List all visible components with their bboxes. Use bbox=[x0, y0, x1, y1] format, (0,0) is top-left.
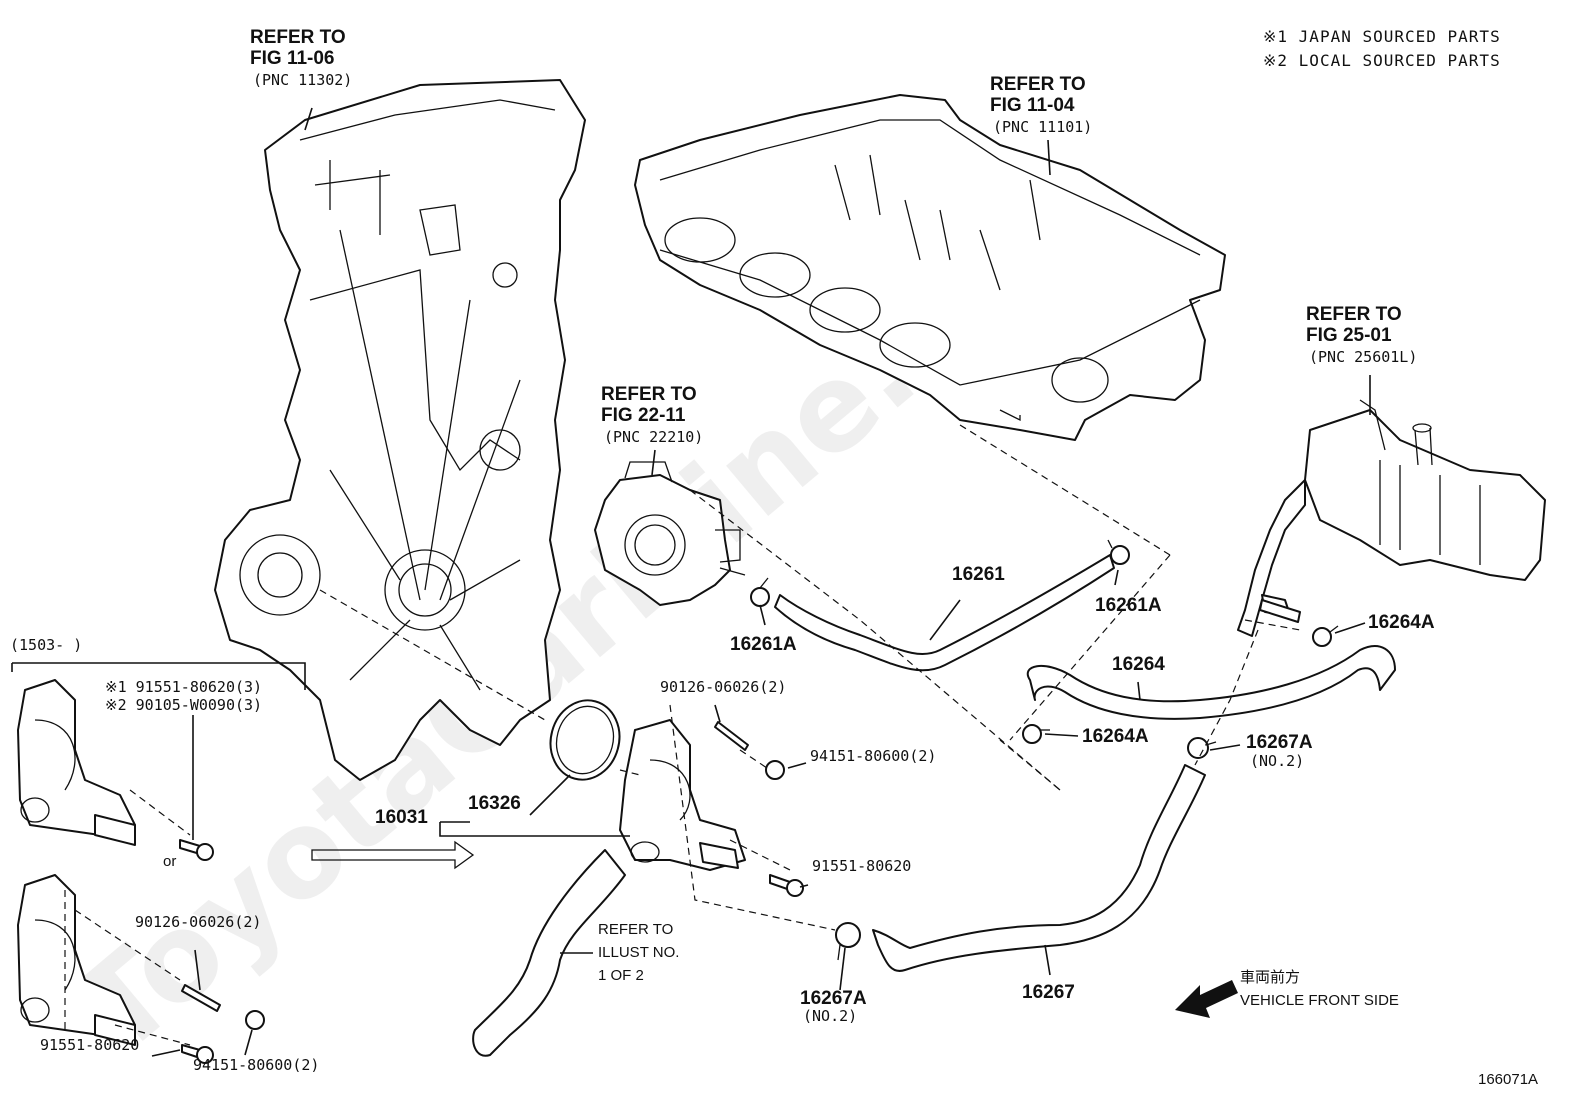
svg-text:(PNC 22210): (PNC 22210) bbox=[604, 428, 703, 446]
hose-16267 bbox=[872, 764, 1206, 972]
notes-block: ※1 JAPAN SOURCED PARTS ※2 LOCAL SOURCED … bbox=[1263, 27, 1501, 70]
label-94151-80600-center: 94151-80600(2) bbox=[810, 747, 936, 765]
label-90126-06026-left: 90126-06026(2) bbox=[135, 913, 261, 931]
ref-illust: REFER TO ILLUST NO. 1 OF 2 bbox=[598, 921, 679, 984]
label-91551-80620-center: 91551-80620 bbox=[812, 857, 911, 875]
note-japan: ※1 JAPAN SOURCED PARTS bbox=[1263, 27, 1501, 46]
svg-text:(PNC 11101): (PNC 11101) bbox=[993, 118, 1092, 136]
label-s2-90105-w0090: ※2 90105-W0090(3) bbox=[105, 696, 262, 714]
water-inlet-center bbox=[619, 719, 746, 871]
egr-pipe-fitting bbox=[1259, 599, 1301, 623]
figure-id: 166071A bbox=[1478, 1071, 1538, 1088]
vehicle-front-arrow-icon bbox=[1175, 980, 1238, 1018]
clamp-16267a-1 bbox=[1187, 737, 1217, 759]
label-16267: 16267 bbox=[1022, 982, 1075, 1003]
ref-fig-11-04: REFER TO FIG 11-04 (PNC 11101) bbox=[990, 74, 1092, 136]
bolt-91551-center bbox=[769, 874, 804, 897]
stud-90126-center bbox=[714, 721, 749, 751]
leader-lines bbox=[11, 107, 1371, 1057]
svg-text:REFER TO: REFER TO bbox=[598, 921, 673, 938]
clamp-16261a-1 bbox=[750, 577, 770, 607]
stud-90126-left bbox=[181, 984, 221, 1012]
label-16326: 16326 bbox=[468, 793, 521, 814]
throttle-body bbox=[594, 461, 746, 606]
nut-94151-left bbox=[245, 1010, 265, 1030]
guide-lines bbox=[64, 424, 1301, 1046]
label-16267a-2: 16267A bbox=[800, 988, 867, 1009]
label-16267a-1: 16267A bbox=[1246, 732, 1313, 753]
svg-text:(PNC 11302): (PNC 11302) bbox=[253, 71, 352, 89]
cylinder-head bbox=[634, 94, 1226, 441]
svg-text:(PNC 25601L): (PNC 25601L) bbox=[1309, 348, 1417, 366]
label-16264a-2: 16264A bbox=[1368, 612, 1435, 633]
svg-text:REFER TO: REFER TO bbox=[250, 27, 346, 48]
note-local: ※2 LOCAL SOURCED PARTS bbox=[1263, 51, 1501, 70]
bolt-91551-left-top bbox=[179, 839, 214, 861]
label-16261a-1: 16261A bbox=[730, 634, 797, 655]
clamp-16267a-2 bbox=[835, 922, 861, 961]
vehicle-front-label: 車両前方 VEHICLE FRONT SIDE bbox=[1240, 969, 1399, 1009]
svg-text:FIG 22-11: FIG 22-11 bbox=[601, 405, 686, 426]
hose-to-illust bbox=[472, 849, 626, 1057]
timing-chain-cover bbox=[214, 79, 586, 781]
transition-arrow bbox=[311, 840, 475, 870]
label-16264: 16264 bbox=[1112, 654, 1165, 675]
water-inlet-left-bottom bbox=[17, 874, 136, 1046]
svg-text:REFER TO: REFER TO bbox=[1306, 304, 1402, 325]
ref-fig-22-11: REFER TO FIG 22-11 (PNC 22210) bbox=[601, 384, 703, 446]
svg-text:REFER TO: REFER TO bbox=[990, 74, 1086, 95]
label-94151-80600-left: 94151-80600(2) bbox=[193, 1056, 319, 1074]
o-ring-16326 bbox=[549, 699, 621, 781]
svg-text:FIG 11-04: FIG 11-04 bbox=[990, 95, 1075, 116]
label-16261a-2: 16261A bbox=[1095, 595, 1162, 616]
svg-text:REFER TO: REFER TO bbox=[601, 384, 697, 405]
label-16031: 16031 bbox=[375, 807, 428, 828]
svg-text:FIG 11-06: FIG 11-06 bbox=[250, 48, 335, 69]
label-16267a-1-sub: (NO.2) bbox=[1250, 752, 1304, 770]
svg-text:車両前方: 車両前方 bbox=[1240, 969, 1300, 986]
label-16264a-1: 16264A bbox=[1082, 726, 1149, 747]
water-inlet-left-top bbox=[17, 679, 136, 846]
clamp-16264a-2 bbox=[1312, 625, 1339, 647]
svg-text:ILLUST NO.: ILLUST NO. bbox=[598, 944, 679, 961]
hose-16261 bbox=[774, 554, 1115, 672]
range-label: (1503- ) bbox=[10, 636, 82, 654]
label-16267a-2-sub: (NO.2) bbox=[803, 1007, 857, 1025]
svg-text:VEHICLE FRONT SIDE: VEHICLE FRONT SIDE bbox=[1240, 992, 1399, 1009]
label-91551-80620-left: 91551-80620 bbox=[40, 1036, 139, 1054]
label-16261: 16261 bbox=[952, 564, 1005, 585]
clamp-16264a-1 bbox=[1022, 724, 1050, 744]
svg-text:FIG 25-01: FIG 25-01 bbox=[1306, 325, 1392, 346]
bolt-91551-left-bottom bbox=[181, 1044, 214, 1064]
nut-94151-center bbox=[765, 760, 785, 780]
ref-fig-11-06: REFER TO FIG 11-06 (PNC 11302) bbox=[250, 27, 352, 89]
or-label: or bbox=[163, 853, 176, 870]
svg-text:1 OF 2: 1 OF 2 bbox=[598, 967, 644, 984]
ref-fig-25-01: REFER TO FIG 25-01 (PNC 25601L) bbox=[1306, 304, 1417, 366]
hose-16264 bbox=[1026, 645, 1396, 720]
label-s1-91551-80620: ※1 91551-80620(3) bbox=[105, 678, 262, 696]
clamp-16261a-2 bbox=[1107, 539, 1130, 565]
egr-cooler bbox=[1237, 399, 1546, 637]
label-90126-06026-center: 90126-06026(2) bbox=[660, 678, 786, 696]
